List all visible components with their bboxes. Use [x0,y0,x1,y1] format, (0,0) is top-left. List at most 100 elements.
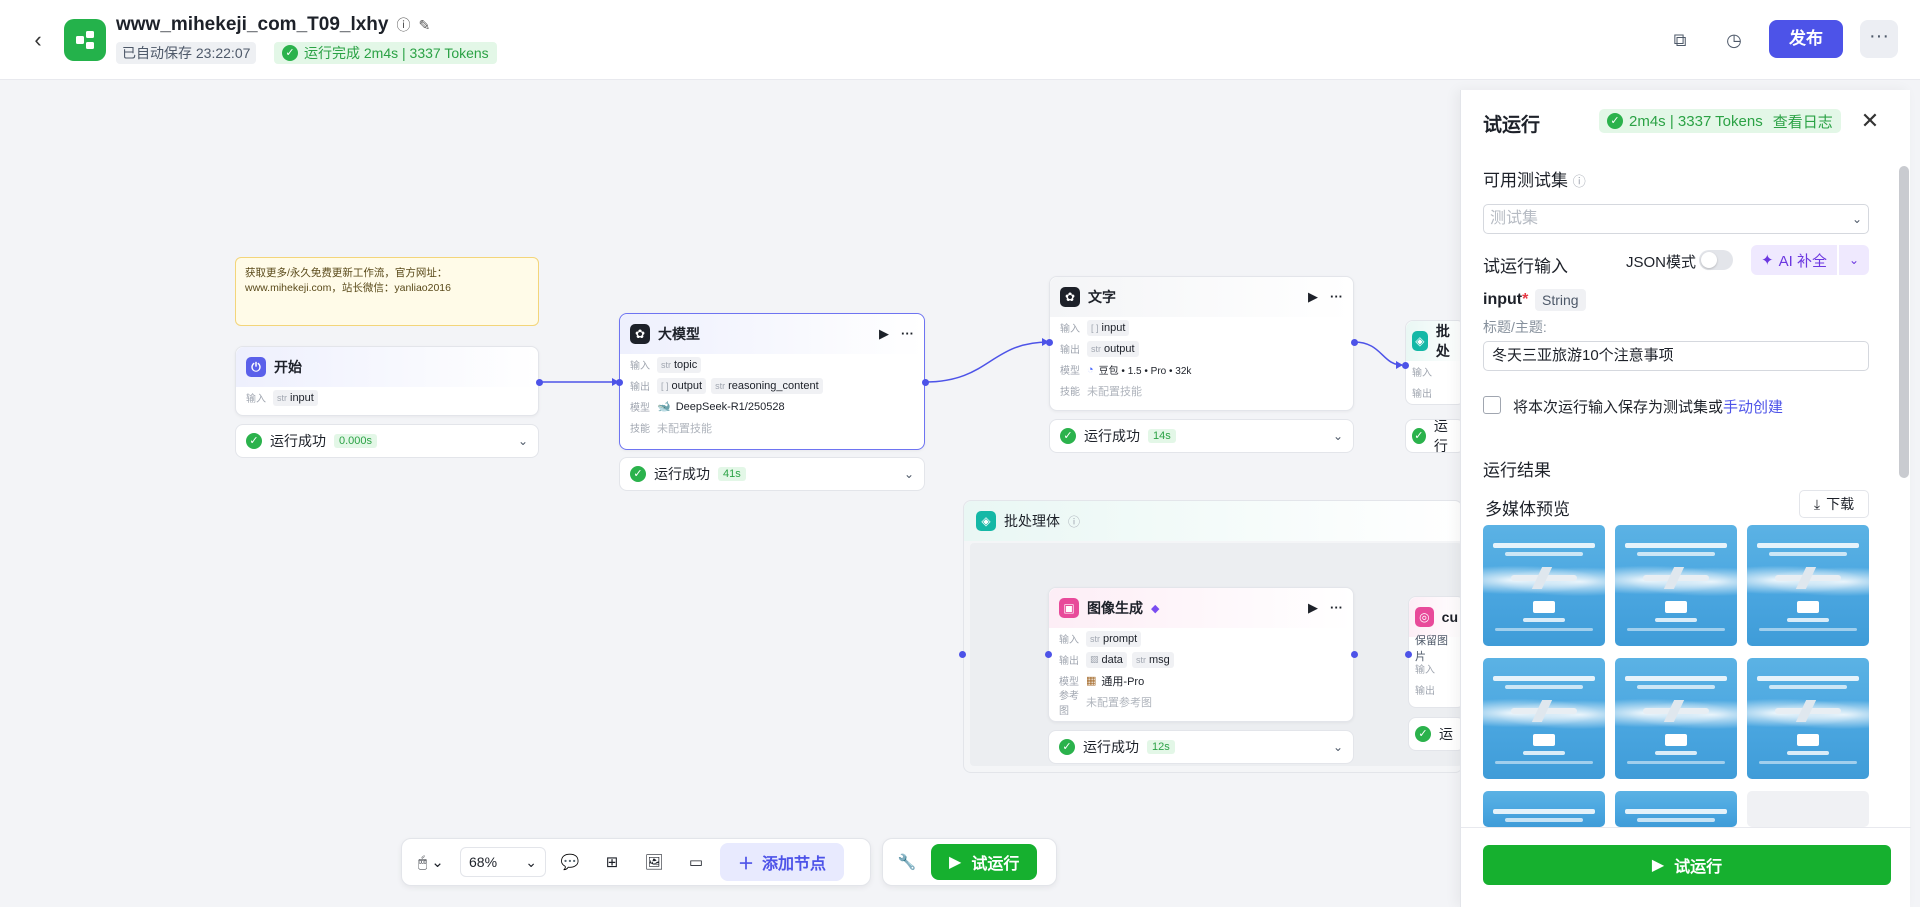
llm-status[interactable]: ✓ 运行成功 41s ⌄ [619,457,925,491]
panel-run-button[interactable]: ▶ 试运行 [1483,845,1891,885]
run-input-label: 试运行输入 [1483,257,1568,276]
result-label: 运行结果 [1483,461,1551,480]
more-icon[interactable]: ··· [901,326,914,341]
port[interactable] [1045,651,1052,658]
view-log-link[interactable]: 查看日志 [1772,113,1833,131]
node-title: 大模型 [658,326,700,342]
top-bar: ‹ www_mihekeji_com_T09_lxhy ⓘ ✎ 已自动保存 23… [0,0,1920,80]
testset-select[interactable]: 测试集 ⌄ [1483,204,1869,234]
play-icon: ▶ [949,854,962,871]
port[interactable] [616,379,623,386]
media-preview-label: 多媒体预览 [1485,500,1570,519]
manual-create-link[interactable]: 手动创建 [1723,399,1784,416]
info-icon[interactable]: ⓘ [396,17,411,33]
save-testset-checkbox[interactable] [1483,396,1501,414]
download-button[interactable]: ⤓ 下载 [1799,490,1869,518]
port[interactable] [1402,362,1409,369]
plus-icon: ＋ [738,856,755,873]
wrench-icon[interactable]: 🔧 [897,854,917,871]
publish-button[interactable]: 发布 [1769,20,1843,58]
text-status[interactable]: ✓ 运行成功 14s ⌄ [1049,419,1354,453]
info-icon[interactable]: ⓘ [1068,514,1081,529]
back-icon[interactable]: ‹ [34,27,42,52]
chevron-down-icon: ⌄ [525,853,537,870]
port[interactable] [1351,339,1358,346]
media-thumbnail[interactable] [1483,791,1605,827]
check-icon: ✓ [1415,726,1431,742]
batch-status[interactable]: ✓ 运行 [1405,418,1465,454]
llm-icon: ✿ [630,324,650,344]
play-icon[interactable]: ▶ [879,326,889,341]
port[interactable] [536,379,543,386]
batch-node[interactable]: ◈ 批处 输入 输出 [1405,320,1465,405]
media-thumbnail[interactable] [1483,525,1605,646]
more-icon[interactable]: ··· [1330,600,1343,615]
json-mode-toggle[interactable] [1699,250,1733,270]
play-icon[interactable]: ▶ [1308,600,1318,615]
media-thumbnail[interactable] [1615,658,1737,779]
test-run-panel: 试运行 ✓ 2m4s | 3337 Tokens 查看日志 ✕ 可用测试集 ⓘ … [1460,90,1911,907]
media-thumbnail[interactable] [1615,791,1737,827]
more-icon[interactable]: ··· [1860,20,1898,58]
deepseek-icon: 🐋 [657,401,671,413]
llm-icon: ✿ [1060,287,1080,307]
input-field[interactable]: 冬天三亚旅游10个注意事项 [1483,341,1869,371]
panel-scrollbar[interactable] [1897,152,1909,822]
diamond-icon: ◆ [1151,602,1160,615]
workflow-title: www_mihekeji_com_T09_lxhy ⓘ ✎ [116,14,430,36]
play-icon: ▶ [1651,857,1665,874]
image-gen-status[interactable]: ✓ 运行成功 12s ⌄ [1048,730,1354,764]
edit-icon[interactable]: ✎ [418,16,431,33]
image-icon: ◎ [1415,607,1434,627]
port[interactable] [1351,651,1358,658]
close-icon[interactable]: ✕ [1860,108,1880,133]
port[interactable] [1046,339,1053,346]
ai-fill-button[interactable]: ✦ AI 补全 [1751,245,1837,275]
image-icon: ▣ [1059,598,1079,618]
cut-node[interactable]: ◎ cu 保留图片 输入 输出 [1408,596,1465,708]
note-card[interactable]: 获取更多/永久免费更新工作流，官方网址：www.mihekeji.com，站长微… [235,257,539,326]
comment-icon[interactable]: 💬 [560,854,580,871]
run-toolbar: 🔧 ▶ 试运行 [882,838,1057,886]
play-icon[interactable]: ▶ [1308,289,1318,304]
cut-status[interactable]: ✓ 运 [1408,717,1465,751]
sparkle-icon: ✦ [1761,252,1774,269]
chevron-down-icon: ⌄ [903,467,914,481]
save-testset-label: 将本次运行输入保存为测试集或手动创建 [1513,399,1784,416]
add-node-button[interactable]: ＋ 添加节点 [720,843,845,881]
history-icon[interactable]: ◷ [1726,30,1742,50]
check-icon: ✓ [1060,428,1076,444]
port[interactable] [922,379,929,386]
node-title: 文字 [1088,289,1116,305]
ai-fill-dropdown[interactable]: ⌄ [1839,245,1869,275]
media-thumbnail[interactable] [1747,658,1869,779]
pointer-mode-icon[interactable]: 🖱 ⌄ [418,854,444,871]
port[interactable] [1405,651,1412,658]
app-logo [64,19,106,61]
doubao-icon: ◔ [1087,363,1094,376]
copy-icon[interactable]: ⧉ [1673,30,1687,50]
port[interactable] [959,651,966,658]
layout-icon[interactable]: ⊞ [605,854,619,871]
check-icon: ✓ [1059,739,1075,755]
info-icon[interactable]: ⓘ [1572,174,1586,189]
start-icon: ⏻ [246,357,266,377]
more-icon[interactable]: ··· [1330,289,1343,304]
batch-icon: ◈ [976,511,996,531]
test-run-button[interactable]: ▶ 试运行 [931,844,1038,880]
check-icon: ✓ [246,433,262,449]
media-thumbnail[interactable] [1615,525,1737,646]
input-name: input* [1483,291,1529,308]
minimap-icon[interactable]: ▭ [688,854,704,871]
check-icon: ✓ [1607,113,1623,129]
panel-title: 试运行 [1483,115,1541,136]
media-thumbnail[interactable] [1483,658,1605,779]
start-status[interactable]: ✓ 运行成功 0.000s ⌄ [235,424,539,458]
image-icon[interactable]: 🖼 [644,854,664,871]
media-thumbnail[interactable] [1747,525,1869,646]
zoom-select[interactable]: 68% ⌄ [460,847,546,877]
